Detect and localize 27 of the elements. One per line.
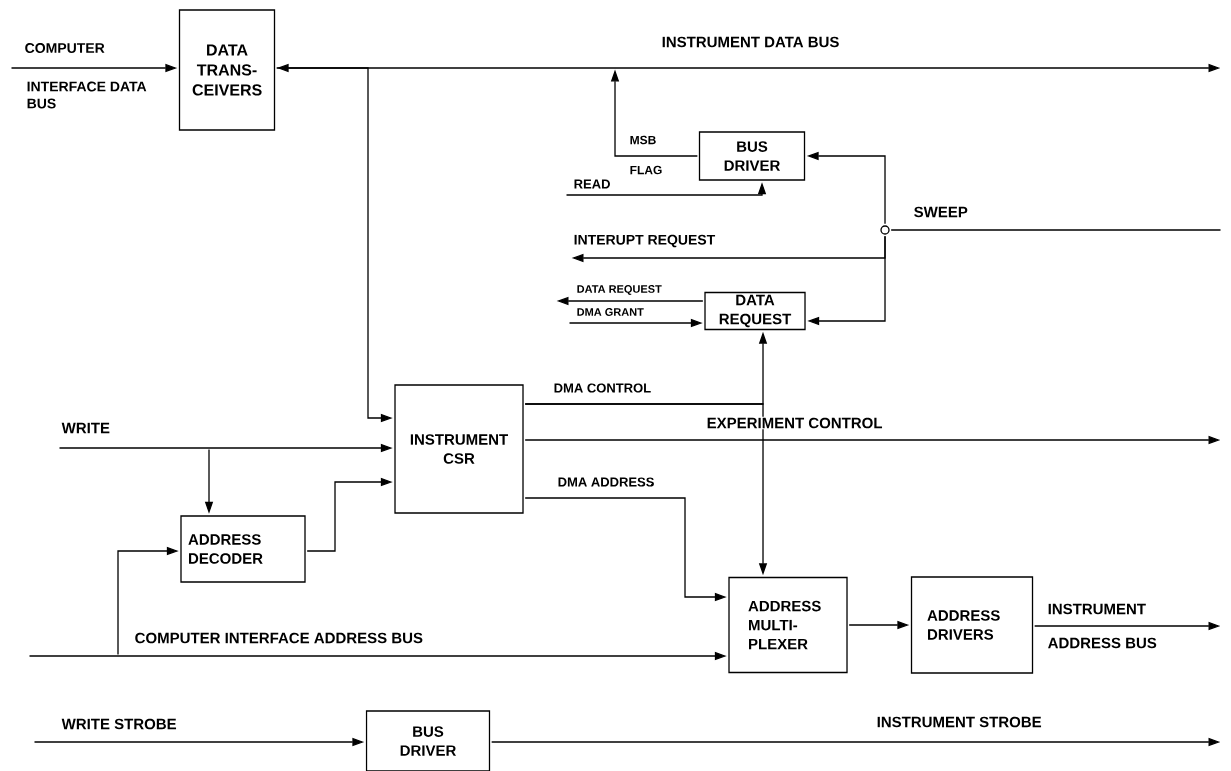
signal-label: EXPERIMENT CONTROL: [705, 416, 884, 430]
signal-label: DATA REQUEST: [575, 284, 663, 296]
signal-label: INTERFACE DATA BUS: [27, 81, 147, 109]
signal-label: DMA CONTROL: [552, 382, 653, 394]
block-box: ADDRESS DRIVERS: [910, 576, 1034, 674]
block-box: INSTRUMENT CSR: [394, 384, 524, 514]
signal-label: WRITE: [60, 421, 111, 435]
block-box: BUS DRIVER: [365, 710, 491, 771]
signal-label: READ: [572, 178, 612, 190]
signal-label: ADDRESS BUS: [1048, 637, 1157, 649]
block-box: ADDRESS DECODER: [180, 515, 306, 583]
signal-label: DMA ADDRESS: [556, 476, 656, 488]
block-box: DATA REQUEST: [704, 291, 806, 331]
signal-label: INSTRUMENT DATA BUS: [660, 35, 841, 49]
block-box: BUS DRIVER: [698, 131, 806, 181]
block-box: ADDRESS MULTI- PLEXER: [728, 576, 848, 674]
signal-label: SWEEP: [912, 205, 969, 219]
signal-label: DMA GRANT: [575, 307, 645, 317]
signal-label: INSTRUMENT: [1048, 603, 1146, 615]
signal-label: INSTRUMENT STROBE: [875, 715, 1043, 729]
signal-label: WRITE STROBE: [60, 717, 178, 731]
signal-label: COMPUTER INTERFACE ADDRESS BUS: [133, 631, 424, 645]
signal-label: INTERUPT REQUEST: [572, 233, 717, 249]
signal-label: MSB: [630, 135, 656, 145]
signal-label: FLAG: [630, 165, 662, 175]
block-box: DATA TRANS- CEIVERS: [178, 9, 276, 131]
signal-label: COMPUTER: [25, 43, 105, 53]
